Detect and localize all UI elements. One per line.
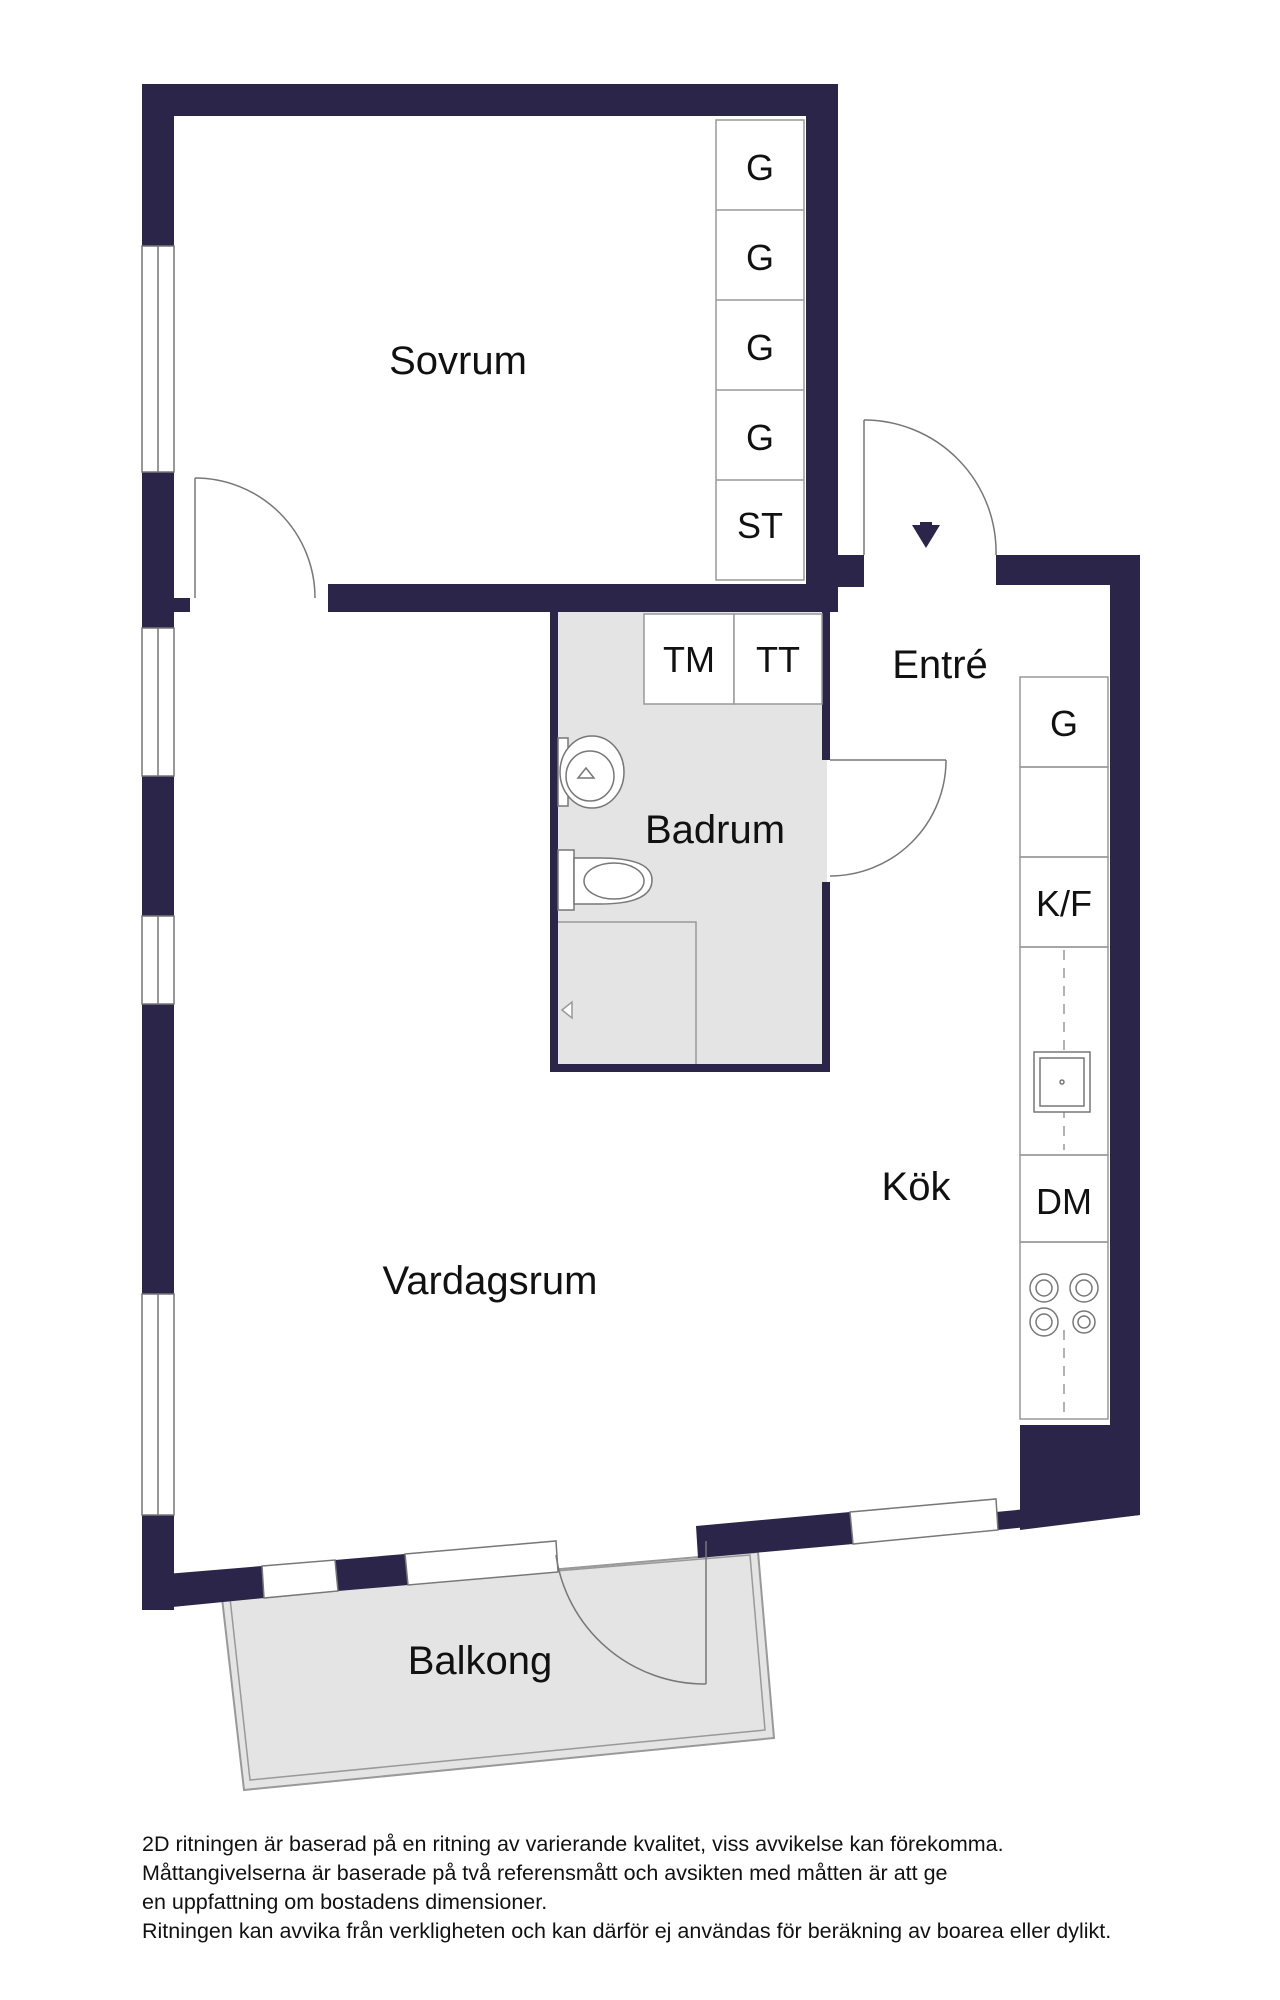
room-label-balkong: Balkong [408, 1639, 553, 1683]
bedroom-wardrobes [715, 119, 805, 581]
room-label-vardagsrum: Vardagsrum [383, 1259, 598, 1303]
dryer-label: TT [756, 639, 800, 680]
entrance-arrow-stem [920, 522, 932, 528]
room-label-badrum: Badrum [645, 808, 785, 852]
disclaimer-line: en uppfattning om bostadens dimensioner. [142, 1890, 548, 1914]
disclaimer-line: 2D ritningen är baserad på en ritning av… [142, 1832, 1004, 1856]
shower-area [558, 921, 697, 1064]
outer-walls [142, 84, 1140, 1610]
disclaimer-line: Måttangivelserna är baserade på två refe… [142, 1861, 948, 1885]
room-label-entre: Entré [892, 643, 988, 687]
floor-plan: G G G G ST TM TT [141, 84, 1140, 1792]
windows [141, 245, 999, 1599]
kitchen-sink-icon [1033, 1051, 1091, 1113]
room-label-kok: Kök [882, 1165, 952, 1209]
kitchen-units [1019, 676, 1109, 1420]
doors [194, 419, 997, 1685]
wardrobe-2-label: G [746, 237, 774, 278]
laundry-units [643, 613, 823, 705]
bathroom-walls [550, 612, 830, 1072]
disclaimer: 2D ritningen är baserad på en ritning av… [142, 1830, 1242, 1946]
sink-icon [557, 735, 625, 809]
toilet-icon [557, 849, 653, 911]
stove-icon [1029, 1273, 1099, 1337]
balcony-area [220, 1550, 776, 1792]
hall-wardrobe-label: G [1050, 703, 1078, 744]
fridge-freezer-label: K/F [1036, 883, 1092, 924]
wardrobe-3-label: G [746, 327, 774, 368]
storage-label: ST [737, 505, 783, 546]
dishwasher-label: DM [1036, 1181, 1092, 1222]
wardrobe-1-label: G [746, 147, 774, 188]
entrance-arrow-icon [912, 525, 940, 548]
wardrobe-4-label: G [746, 417, 774, 458]
room-label-sovrum: Sovrum [389, 339, 527, 383]
disclaimer-line: Ritningen kan avvika från verkligheten o… [142, 1919, 1112, 1943]
washer-label: TM [663, 639, 715, 680]
